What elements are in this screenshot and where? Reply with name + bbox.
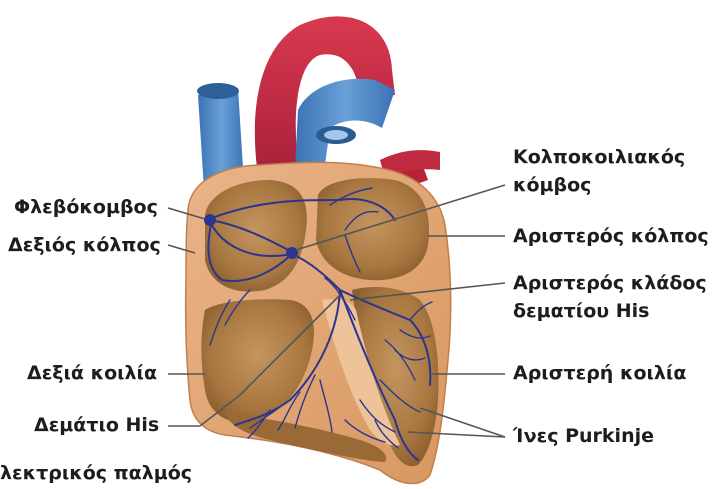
label-purkinje-fibers: Ίνες Purkinje [513,425,654,448]
left-atrium-chamber [316,178,429,280]
atrioventricular-node [286,247,298,259]
sinoatrial-node [204,214,216,226]
label-right-atrium: Δεξιός κόλπος [8,234,161,257]
label-sinoatrial-node: Φλεβόκομβος [14,196,158,219]
pulmonary-trunk [295,79,395,168]
label-av-node-line1: Κολποκοιλιακός [513,146,685,169]
label-left-bundle-line2: δεματίου His [513,300,649,323]
label-left-atrium: Αριστερός κόλπος [513,225,709,248]
label-left-ventricle: Αριστερή κοιλία [513,362,686,385]
label-left-bundle-line1: Αριστερός κλάδος [513,272,707,295]
label-right-ventricle: Δεξιά κοιλία [27,362,157,385]
label-bundle-of-his: Δεμάτιο His [34,414,159,437]
label-electrical-impulse: λεκτρικός παλμός [0,462,192,485]
label-av-node-line2: κόμβος [513,174,591,197]
